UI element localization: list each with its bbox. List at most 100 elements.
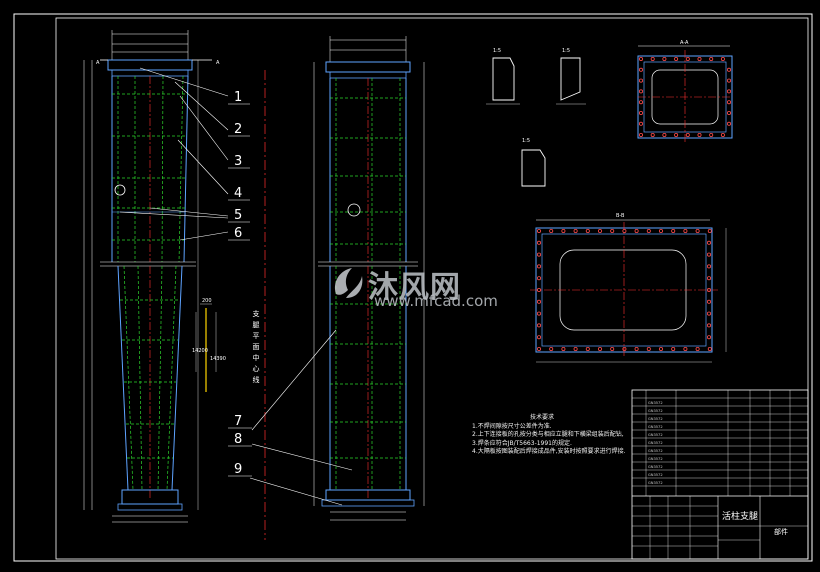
svg-text:GN3572: GN3572 (648, 481, 663, 485)
bolt-hole (671, 228, 676, 233)
callout-9: 9 (234, 462, 242, 477)
bolt-hole (598, 346, 603, 351)
bolt-hole (634, 228, 639, 233)
svg-text:GN3572: GN3572 (648, 441, 663, 445)
watermark: 沐风网 www.mfcad.com (330, 262, 500, 312)
svg-text:GN3572: GN3572 (648, 449, 663, 453)
bolt-hole (537, 228, 542, 233)
bolt-hole (707, 311, 712, 316)
bolt-hole (727, 100, 732, 105)
detail-scale-3: 1:5 (522, 138, 530, 144)
bolt-hole (537, 264, 542, 269)
dim-200: 200 (202, 298, 212, 304)
svg-text:GN3572: GN3572 (648, 473, 663, 477)
bolt-hole (727, 111, 732, 116)
bolt-hole (697, 57, 702, 62)
bolt-hole (549, 228, 554, 233)
part-name: 活柱支腿 (722, 510, 758, 522)
note-2: 2.上下连接板的孔按分类与相应立腿和下横梁组装后配钻, (472, 431, 624, 439)
outer-border (13, 13, 813, 562)
bolt-hole (639, 89, 644, 94)
bolt-hole (727, 121, 732, 126)
detail-scale-1: 1:5 (493, 48, 501, 54)
inner-border (55, 17, 809, 560)
note-4: 4.大隔板按图装配后焊接成品件,安装时按照要求进行焊接. (472, 448, 626, 456)
bolt-hole (585, 346, 590, 351)
bolt-hole (727, 78, 732, 83)
callout-5: 5 (234, 208, 242, 223)
bolt-hole (659, 346, 664, 351)
callout-3: 3 (234, 154, 242, 169)
bolt-hole (727, 67, 732, 72)
note-1: 1.不焊间隙按尺寸公差件为准. (472, 422, 552, 430)
notes-title: 技术要求 (529, 414, 554, 421)
bolt-hole (659, 228, 664, 233)
mfcad-logo-icon (334, 268, 363, 298)
bolt-hole (537, 240, 542, 245)
bolt-hole (634, 346, 639, 351)
bolt-hole (610, 228, 615, 233)
bolt-hole (674, 132, 679, 137)
middle-elevation-view (228, 36, 425, 521)
bolt-hole (537, 276, 542, 281)
bolt-hole (639, 78, 644, 83)
bolt-hole (727, 89, 732, 94)
bolt-hole (537, 252, 542, 257)
svg-text:GN3572: GN3572 (648, 457, 663, 461)
bolt-hole (573, 228, 578, 233)
svg-text:A: A (96, 60, 100, 66)
svg-text:GN3572: GN3572 (648, 465, 663, 469)
section-b-b (530, 219, 727, 363)
svg-text:A: A (216, 60, 220, 66)
svg-text:GN3572: GN3572 (648, 425, 663, 429)
bolt-hole (650, 57, 655, 62)
bolt-hole (639, 100, 644, 105)
callout-1: 1 (234, 90, 242, 105)
bolt-hole (707, 240, 712, 245)
bolt-hole (662, 132, 667, 137)
watermark-sub: www.mfcad.com (374, 292, 498, 310)
technical-notes: 技术要求 1.不焊间隙按尺寸公差件为准. 2.上下连接板的孔按分类与相应立腿和下… (472, 414, 632, 457)
bolt-hole (720, 132, 725, 137)
material-label: 部件 (774, 527, 788, 536)
bolt-hole (646, 346, 651, 351)
bolt-hole (695, 346, 700, 351)
bolt-hole (537, 311, 542, 316)
svg-text:GN3572: GN3572 (648, 417, 663, 421)
bolt-hole (639, 67, 644, 72)
bolt-hole (709, 57, 714, 62)
bolt-hole (674, 57, 679, 62)
section-a-a (637, 45, 733, 144)
bolt-hole (639, 121, 644, 126)
detail-views (486, 57, 586, 187)
bolt-hole (650, 132, 655, 137)
bolt-hole (683, 228, 688, 233)
bolt-hole (685, 132, 690, 137)
yellow-detail (195, 303, 217, 392)
dim-14390: 14390 (210, 356, 226, 362)
detail-scale-2: 1:5 (562, 48, 570, 54)
callout-6: 6 (234, 226, 242, 241)
callout-numbers: 1 2 3 4 5 6 7 8 9 (234, 90, 242, 477)
bolt-hole (683, 346, 688, 351)
bolt-hole (707, 346, 712, 351)
bolt-hole (622, 228, 627, 233)
bolt-hole (685, 57, 690, 62)
callout-2: 2 (234, 122, 242, 137)
bolt-hole (707, 228, 712, 233)
bolt-hole (585, 228, 590, 233)
section-aa-label: A-A (680, 40, 689, 46)
bolt-hole (707, 323, 712, 328)
bolt-holes (537, 57, 732, 351)
bolt-hole (662, 57, 667, 62)
bolt-hole (537, 299, 542, 304)
callout-7: 7 (234, 414, 242, 429)
watermark-main: 沐风网 (368, 270, 461, 305)
bolt-hole (537, 323, 542, 328)
svg-text:GN3572: GN3572 (648, 433, 663, 437)
svg-text:GN3572: GN3572 (648, 401, 663, 405)
bolt-hole (695, 228, 700, 233)
bolt-hole (622, 346, 627, 351)
bolt-hole (561, 346, 566, 351)
bolt-hole (598, 228, 603, 233)
